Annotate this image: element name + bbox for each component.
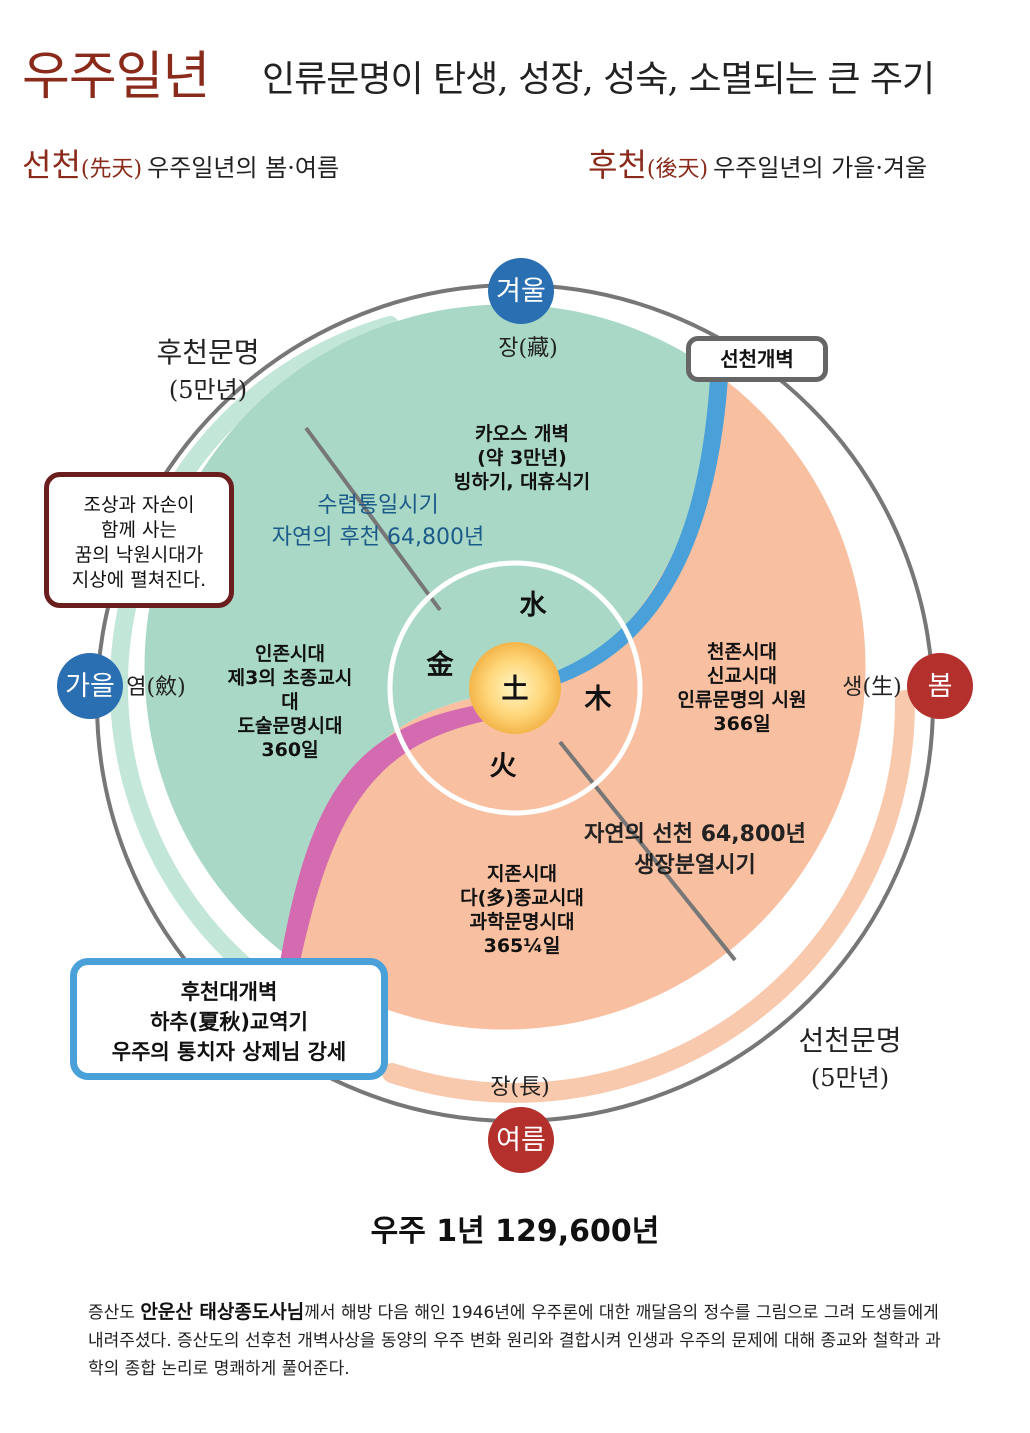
- page-subtitle: 인류문명이 탄생, 성장, 성숙, 소멸되는 큰 주기: [262, 59, 935, 100]
- cosmic-year-total: 우주 1년 129,600년: [370, 1214, 660, 1249]
- chaos-line-3: 빙하기, 대휴식기: [454, 471, 590, 493]
- axis-line-upper: [304, 426, 442, 612]
- hucheon-desc: 우주일년의 가을·겨울: [713, 154, 928, 182]
- jijon-line-3: 과학문명시대: [470, 911, 575, 933]
- hucheon-gaebyeok-line-3: 우주의 통치자 상제님 강세: [111, 1040, 347, 1064]
- phase-left: 염(斂): [126, 675, 185, 700]
- jijon-line-4: 365¼일: [484, 935, 561, 957]
- nature-hucheon-line-1: 수렴통일시기: [317, 493, 438, 518]
- element-top: 水: [520, 590, 548, 621]
- hucheon-civ-years: (5만년): [169, 376, 247, 404]
- paradise-line-1: 조상과 자손이: [83, 494, 195, 516]
- hucheon-civ-title: 후천문명: [156, 336, 259, 369]
- hucheon-gaebyeok-line-2: 하추(夏秋)교역기: [150, 1010, 308, 1034]
- summer-circle: [488, 1107, 554, 1173]
- footer-description: 증산도 안운산 태상종도사님께서 해방 다음 해인 1946년에 우주론에 대한…: [88, 1298, 948, 1383]
- element-left: 金: [426, 649, 455, 681]
- footer-pre: 증산도: [88, 1303, 141, 1323]
- footer-post: 께서 해방 다음 해인 1946년에 우주론에 대한 깨달음의 정수를 그림으로…: [88, 1303, 941, 1379]
- cheonjon-line-1: 천존시대: [707, 641, 777, 663]
- injon-line-4: 도술문명시대: [238, 715, 343, 737]
- center-sun: [469, 642, 561, 734]
- hucheon-hanja: (後天): [646, 157, 709, 182]
- chaos-line-2: (약 3만년): [477, 447, 567, 469]
- chaos-line-1: 카오스 개벽: [475, 423, 569, 445]
- hucheon-civilization-arc: [109, 316, 399, 989]
- winter-circle: [488, 258, 554, 324]
- seoncheon-civ-title: 선천문명: [798, 1024, 901, 1057]
- summer-label: 여름: [496, 1125, 546, 1156]
- element-right: 木: [584, 684, 612, 715]
- cheonjon-line-2: 신교시대: [707, 665, 777, 687]
- element-bottom: 火: [490, 751, 517, 782]
- paradise-line-2: 함께 사는: [101, 519, 177, 541]
- phase-bottom: 장(長): [490, 1075, 549, 1100]
- seoncheon-region: [290, 376, 866, 1030]
- paradise-line-4: 지상에 펼쳐진다.: [71, 569, 207, 591]
- spring-circle: [907, 653, 973, 719]
- seoncheon-desc: 우주일년의 봄·여름: [147, 154, 340, 182]
- autumn-label: 가을: [65, 671, 115, 702]
- phase-top: 장(藏): [498, 336, 557, 361]
- injon-line-1: 인존시대: [255, 643, 325, 665]
- paradise-line-3: 꿈의 낙원시대가: [74, 544, 204, 566]
- injon-line-5: 360일: [261, 739, 318, 761]
- seoncheon-civ-years: (5만년): [811, 1064, 889, 1092]
- injon-line-2: 제3의 초종교시: [228, 667, 353, 689]
- hucheon-region: [144, 304, 720, 959]
- cheonjon-line-3: 인류문명의 시원: [678, 689, 807, 711]
- jijon-line-2: 다(多)종교시대: [460, 886, 584, 909]
- cheonjon-line-4: 366일: [713, 713, 770, 735]
- phase-right: 생(生): [842, 675, 901, 700]
- paradise-box: 조상과 자손이 함께 사는 꿈의 낙원시대가 지상에 펼쳐진다.: [44, 472, 234, 608]
- seoncheon-hanja: (先天): [80, 157, 143, 182]
- hucheon-gaebyeok-band: [280, 706, 500, 962]
- page-title: 우주일년: [22, 47, 210, 107]
- hucheon-name: 후천: [588, 146, 647, 184]
- element-center: 土: [502, 674, 529, 705]
- hucheon-heading: 후천(後天) 우주일년의 가을·겨울: [588, 140, 927, 186]
- axis-line-lower: [558, 740, 737, 962]
- spring-label: 봄: [928, 671, 953, 702]
- nature-seoncheon-line-1: 자연의 선천 64,800년: [584, 822, 806, 847]
- seoncheon-heading: 선천(先天) 우주일년의 봄·여름: [22, 140, 339, 186]
- hucheon-gaebyeok-line-1: 후천대개벽: [180, 980, 278, 1004]
- seoncheon-civilization-arc: [382, 690, 916, 1103]
- seoncheon-gaebyeok-box: 선천개벽: [686, 336, 828, 382]
- injon-line-3: 대: [281, 691, 298, 713]
- autumn-circle: [57, 653, 123, 719]
- nature-hucheon-line-2: 자연의 후천 64,800년: [272, 525, 484, 550]
- footer-name: 안운산 태상종도사님: [140, 1301, 305, 1323]
- inner-circle: [387, 560, 643, 816]
- hucheon-gaebyeok-box: 후천대개벽 하추(夏秋)교역기 우주의 통치자 상제님 강세: [70, 958, 388, 1080]
- jijon-line-1: 지존시대: [487, 863, 557, 885]
- seoncheon-name: 선천: [22, 146, 81, 184]
- winter-label: 겨울: [496, 276, 546, 307]
- nature-seoncheon-line-2: 생장분열시기: [634, 853, 755, 878]
